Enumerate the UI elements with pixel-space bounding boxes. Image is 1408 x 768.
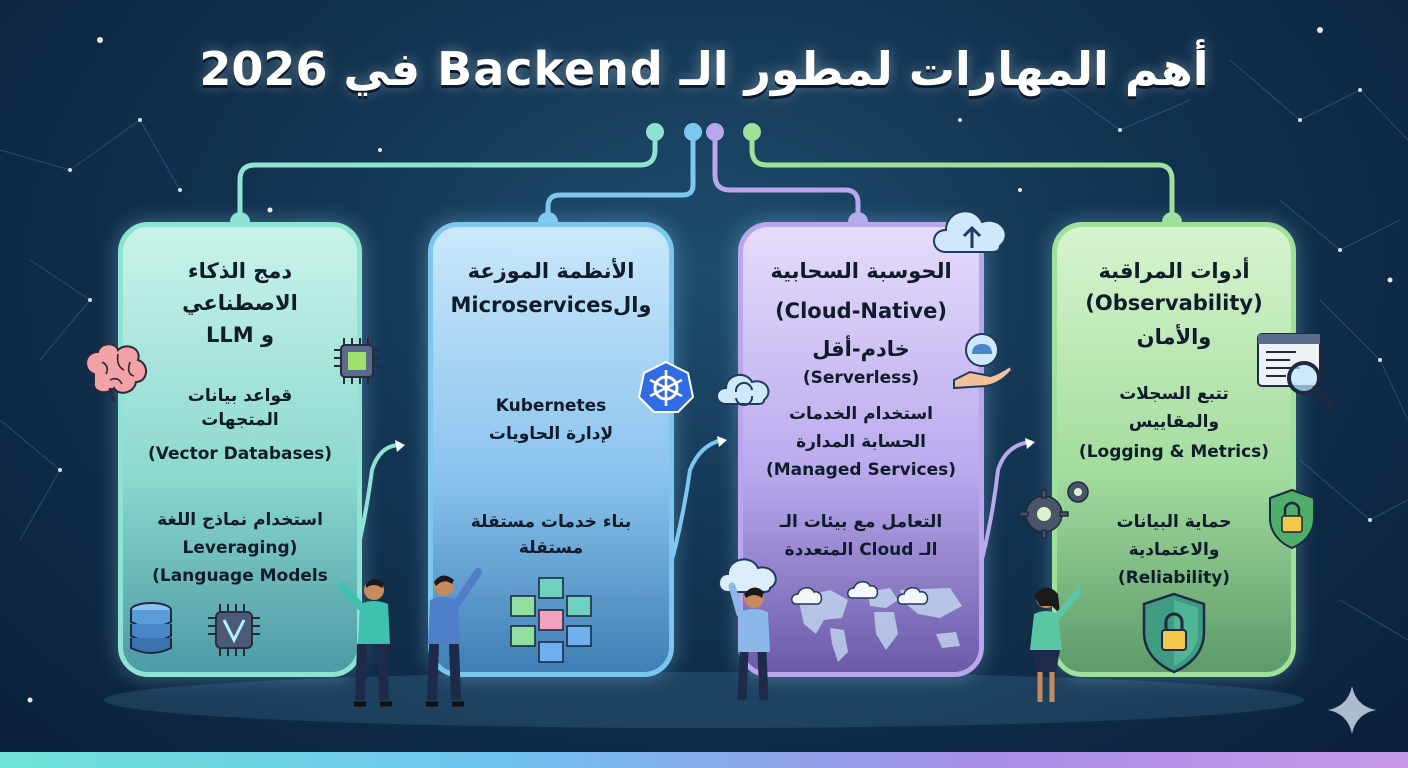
card-heading: و LLM	[205, 323, 275, 347]
card-item-text: والمقاييس	[1128, 412, 1220, 432]
card-item-text: استخدام الخدمات	[788, 404, 934, 424]
person-figure	[338, 579, 392, 707]
card-heading: الاصطناعي	[182, 291, 298, 315]
world-map-icon	[791, 581, 962, 662]
card-cloud-native: الحوسبة السحابية (Cloud-Native) خادم-أقل…	[738, 222, 984, 677]
card-item-text: مستقلة	[518, 538, 584, 558]
card-heading: والأمان	[1136, 325, 1212, 349]
bottom-gradient-bar	[0, 752, 1408, 768]
ai-chip-icon	[208, 604, 260, 656]
kubernetes-icon	[638, 360, 694, 413]
card-item-text: (Vector Databases)	[147, 444, 333, 464]
card-heading: الحوسبة السحابية	[770, 259, 952, 283]
cloud-upload-icon	[933, 210, 1007, 253]
card-heading: أدوات المراقبة	[1098, 259, 1250, 283]
card-item-text: (Leveraging	[182, 538, 298, 558]
card-item-text: (Reliability)	[1117, 568, 1231, 588]
card-heading: (Cloud-Native)	[775, 299, 947, 323]
card-distributed-systems: الأنظمة الموزعة والMicroservices Kuberne…	[428, 222, 674, 677]
card-observability: أدوات المراقبة (Observability) والأمان ت…	[1052, 222, 1296, 677]
card-item-text: (Managed Services)	[765, 460, 957, 480]
card-item-text: حماية البيانات	[1116, 512, 1232, 532]
sparkle-icon	[1328, 686, 1376, 734]
card-item-text: تتبع السجلات	[1119, 384, 1229, 404]
card-item-text: المتجهات	[201, 410, 279, 430]
card-ai-llm: دمج الذكاء الاصطناعي و LLM قواعد بيانات …	[118, 222, 362, 677]
cloud-sync-icon	[716, 373, 770, 407]
serverless-hand-icon	[953, 333, 1014, 390]
card-item-text: الحسابة المدارة	[796, 432, 926, 452]
card-item-text: التعامل مع بيئات الـ	[779, 512, 943, 532]
card-heading: دمج الذكاء	[187, 259, 293, 283]
brain-icon	[85, 343, 147, 403]
person-figure	[426, 568, 482, 707]
cubes-icon	[510, 577, 592, 663]
card-heading: الأنظمة الموزعة	[467, 259, 635, 283]
card-item-text: والاعتمادية	[1128, 540, 1220, 560]
card-item-text: Kubernetes	[495, 396, 607, 416]
shield-lock-icon	[1269, 488, 1315, 550]
card-item-text: (Logging & Metrics)	[1078, 442, 1270, 462]
card-heading: (Observability)	[1085, 291, 1263, 315]
card-item-text: قواعد بيانات	[187, 386, 293, 406]
magnifier-icon	[1287, 361, 1335, 409]
card-item-text: بناء خدمات مستقلة	[470, 512, 632, 532]
shield-lock-icon	[1142, 592, 1206, 674]
chip-icon	[334, 338, 380, 384]
page-title: أهم المهارات لمطور الـ Backend في 2026	[199, 42, 1209, 96]
card-item-text: الـ Cloud المتعددة	[784, 540, 938, 560]
card-item-text: لإدارة الحاويات	[488, 424, 614, 444]
card-item-text: استخدام نماذج اللغة	[157, 510, 323, 530]
card-heading: والMicroservices	[450, 293, 652, 317]
gear-icon	[1019, 481, 1089, 539]
person-figure	[1030, 587, 1082, 702]
database-icon	[130, 602, 172, 654]
person-figure	[728, 582, 770, 701]
card-heading: خادم-أقل	[812, 337, 910, 361]
card-item-text: (Serverless)	[802, 368, 920, 388]
card-item-text: Language Models)	[152, 566, 328, 586]
